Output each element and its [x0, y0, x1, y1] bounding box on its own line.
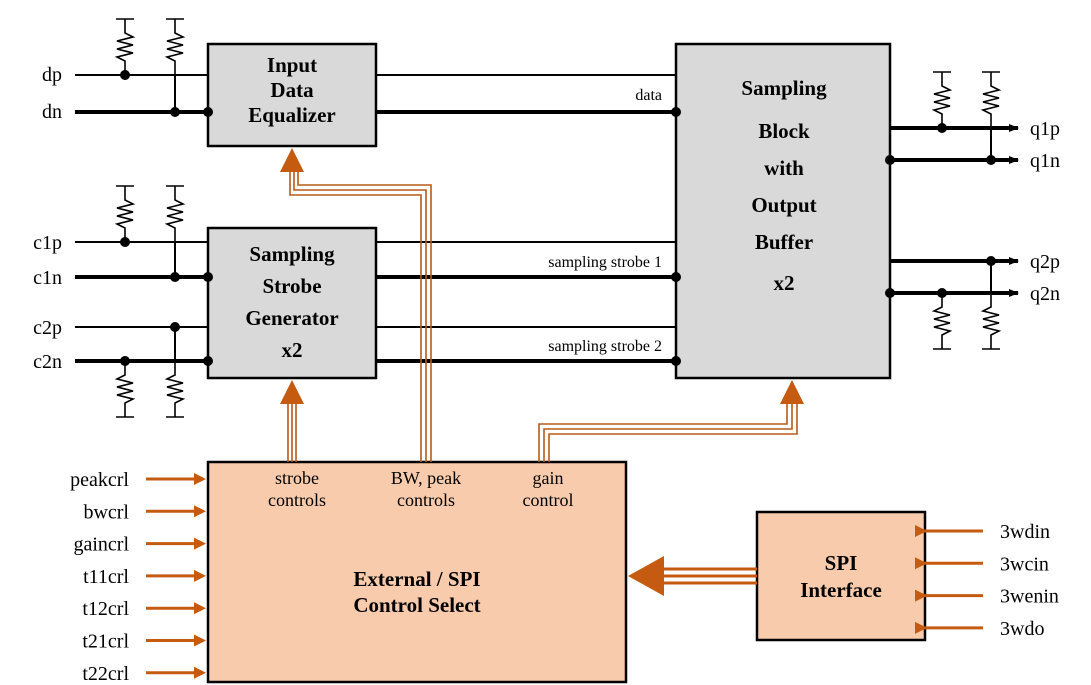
control-input-arrows: peakcrl bwcrl gaincrl t11crl t12crl t21crl t22… [70, 469, 206, 685]
bw-peak-controls-label: BW, peak [391, 468, 461, 488]
svg-text:Data: Data [270, 78, 314, 102]
spi-input-label: 3wdin [1000, 521, 1050, 543]
svg-text:c2n: c2n [33, 351, 62, 373]
sampling-strobe-generator-block: Sampling Strobe Generator x2 [206, 226, 378, 380]
svg-text:External / SPI: External / SPI [353, 567, 480, 591]
svg-text:Control Select: Control Select [353, 593, 480, 617]
sampling-block-output-buffer: Sampling Block with Output Buffer x2 [674, 42, 892, 380]
bw-peak-control-bus [280, 148, 432, 462]
control-input-label: t12crl [82, 598, 129, 620]
control-input-arrow [146, 666, 206, 679]
svg-text:controls: controls [268, 490, 326, 510]
control-input-arrow [146, 602, 206, 615]
c2-inputs: c2p c2n [33, 317, 213, 418]
svg-text:dp: dp [42, 64, 62, 86]
svg-text:Generator: Generator [245, 306, 338, 330]
control-input-label: t21crl [82, 631, 129, 653]
input-data-equalizer-block: Input Data Equalizer [206, 42, 378, 148]
svg-text:c1p: c1p [33, 232, 62, 254]
svg-text:Buffer: Buffer [755, 230, 813, 254]
control-input-arrow [146, 569, 206, 582]
svg-text:data: data [635, 87, 662, 104]
svg-text:Sampling: Sampling [249, 242, 335, 266]
svg-text:dn: dn [42, 101, 62, 123]
spi-input-arrows: 3wdin 3wcin 3wenin 3wdo [915, 521, 1059, 640]
svg-text:c2p: c2p [33, 317, 62, 339]
spi-input-arrow [915, 525, 983, 537]
spi-input-arrow [915, 557, 983, 570]
svg-text:q1p: q1p [1030, 118, 1060, 140]
svg-text:sampling strobe 2: sampling strobe 2 [548, 338, 662, 355]
q2-outputs: q2p q2n [885, 251, 1060, 350]
svg-text:q2n: q2n [1030, 283, 1060, 305]
data-signal: data [376, 74, 681, 117]
spi-input-label: 3wcin [1000, 553, 1049, 575]
svg-text:control: control [523, 490, 574, 510]
spi-input-label: 3wdo [1000, 618, 1044, 640]
control-input-label: bwcrl [83, 501, 129, 523]
svg-text:Sampling: Sampling [741, 76, 827, 100]
svg-text:Input: Input [267, 53, 317, 77]
spi-input-arrow [915, 621, 983, 634]
svg-text:Interface: Interface [800, 578, 882, 602]
svg-text:controls: controls [397, 490, 455, 510]
control-input-label: t11crl [83, 566, 129, 588]
control-input-arrow [146, 634, 206, 647]
svg-text:Output: Output [751, 193, 816, 217]
svg-text:c1n: c1n [33, 267, 62, 289]
svg-text:q2p: q2p [1030, 251, 1060, 273]
svg-text:x2: x2 [774, 271, 795, 295]
svg-text:Block: Block [758, 119, 810, 143]
svg-text:q1n: q1n [1030, 150, 1060, 172]
control-input-arrow [146, 505, 206, 518]
svg-text:with: with [764, 156, 804, 180]
control-input-label: t22crl [82, 663, 129, 685]
svg-text:SPI: SPI [825, 551, 858, 575]
spi-input-label: 3wenin [1000, 586, 1059, 608]
svg-text:Strobe: Strobe [262, 274, 321, 298]
strobe-controls-label: strobe [275, 468, 319, 488]
c1-inputs: c1p c1n [33, 185, 213, 289]
strobe-control-bus [280, 380, 304, 462]
spi-interface-block: SPI Interface [755, 510, 927, 642]
spi-input-arrow [915, 589, 983, 602]
gain-control-label: gain [533, 468, 564, 488]
control-input-label: gaincrl [73, 534, 129, 556]
svg-text:x2: x2 [282, 338, 303, 362]
spi-to-control-bus [628, 556, 757, 596]
q1-outputs: q1p q1n [885, 71, 1060, 172]
svg-text:Equalizer: Equalizer [248, 103, 336, 127]
external-spi-control-select-block: External / SPI Control Select strobe con… [206, 460, 628, 684]
control-input-arrow [146, 537, 206, 550]
svg-text:sampling strobe 1: sampling strobe 1 [548, 254, 662, 271]
control-input-label: peakcrl [70, 469, 129, 491]
gain-control-bus [538, 380, 804, 462]
dp-dn-inputs: dp dn [42, 18, 213, 123]
control-input-arrow [146, 473, 206, 485]
